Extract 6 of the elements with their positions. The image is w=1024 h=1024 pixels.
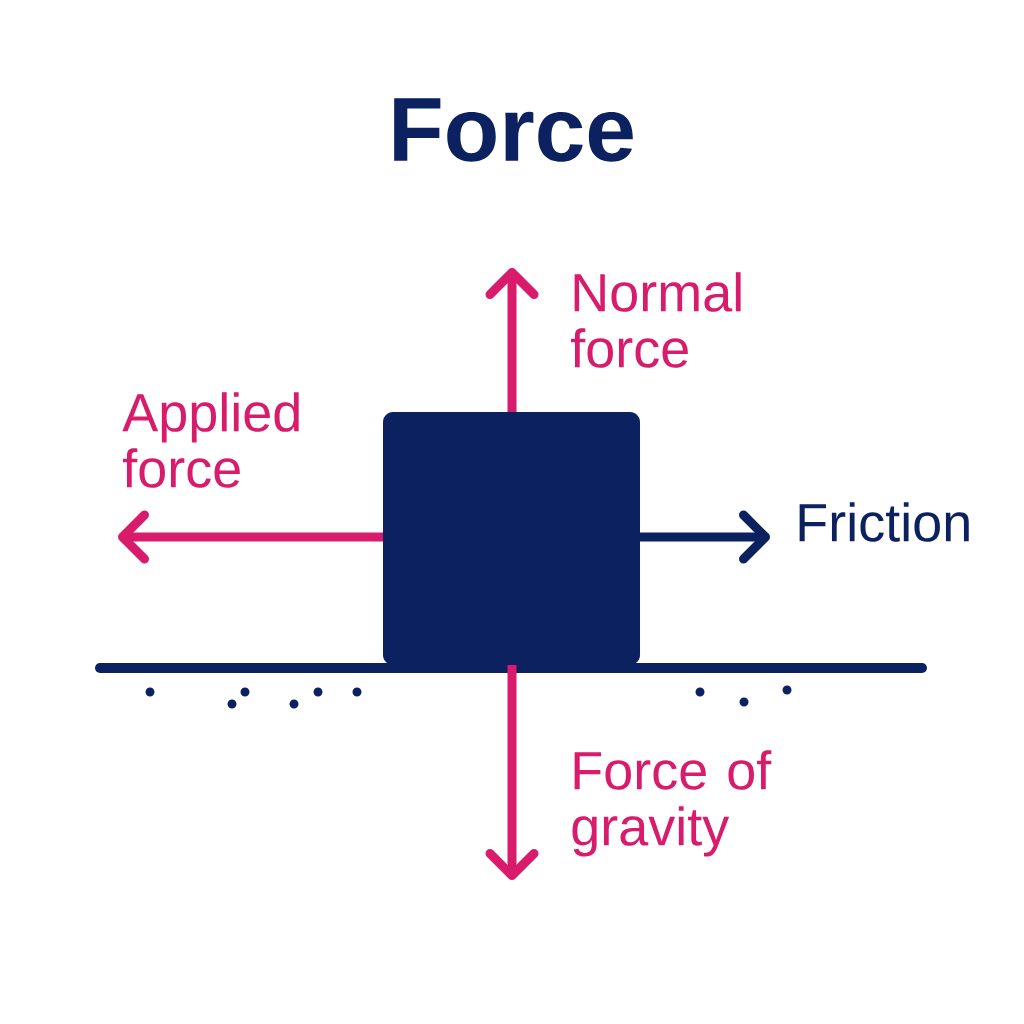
- force-label: Normal force: [571, 272, 741, 368]
- title: Force: [394, 98, 633, 162]
- block: [383, 412, 640, 665]
- force-label: Applied force: [122, 392, 299, 488]
- force-label: Force of gravity: [572, 750, 772, 857]
- force-label: Friction: [799, 502, 969, 542]
